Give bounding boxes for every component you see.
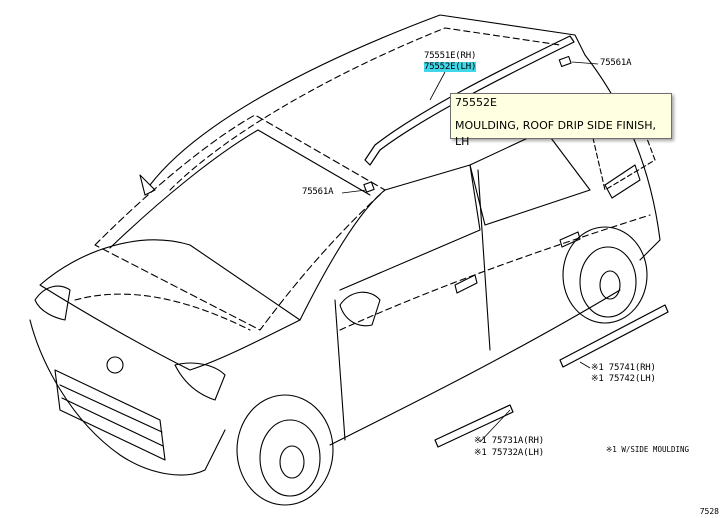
a-pillar: [299, 189, 386, 321]
leader-clip-left: [341, 189, 367, 194]
windshield: [94, 114, 386, 331]
side-body-line: [339, 214, 651, 331]
rear-wheel: [579, 246, 637, 318]
b-pillar: [477, 169, 491, 351]
callout-75731a-rh[interactable]: ※1 75731A(RH): [474, 436, 544, 446]
rear-end: [584, 54, 661, 261]
tail-light: [604, 164, 641, 199]
side-mirror: [339, 291, 381, 327]
clip-left: [363, 181, 375, 193]
grille-line-2: [61, 397, 164, 447]
door-handle-rear: [559, 231, 581, 248]
hood: [39, 239, 301, 371]
callout-75552e-lh[interactable]: 75552E(LH): [424, 62, 477, 72]
headlight-right: [174, 362, 226, 401]
tooltip-part-description: MOULDING, ROOF DRIP SIDE FINISH, LH: [455, 119, 656, 148]
roof-drip-moulding: [364, 35, 575, 166]
callout-75741-rh[interactable]: ※1 75741(RH): [591, 363, 656, 373]
rear-wheel-hub: [599, 270, 621, 300]
antenna: [139, 174, 156, 196]
side-sill: [329, 289, 621, 446]
front-wheel-arch: [236, 394, 334, 506]
front-wheel-hub: [279, 445, 305, 479]
rear-wheel-arch: [562, 226, 648, 324]
roof-inner-line: [169, 27, 561, 191]
leader-rear-moulding: [579, 361, 591, 369]
headlight-left: [34, 285, 71, 321]
hood-crease: [74, 293, 251, 331]
callout-75742-lh[interactable]: ※1 75742(LH): [591, 374, 656, 384]
windshield-inner: [109, 129, 371, 249]
front-wheel: [259, 419, 321, 497]
door-handle-front: [454, 274, 478, 294]
callout-75561a-right[interactable]: 75561A: [600, 58, 632, 68]
side-moulding-rear: [559, 304, 669, 368]
leader-clip-right: [571, 61, 599, 65]
callout-75551e-rh[interactable]: 75551E(RH): [424, 51, 477, 61]
grille-line-1: [59, 384, 163, 433]
figure-number: 7528: [699, 507, 719, 516]
leader-rh-lh: [429, 71, 446, 101]
door-line-front: [334, 299, 346, 441]
emblem: [106, 356, 124, 374]
clip-right: [558, 55, 572, 68]
part-tooltip: 75552E MOULDING, ROOF DRIP SIDE FINISH, …: [450, 93, 672, 148]
leader-front-moulding: [479, 409, 511, 443]
callout-75732a-lh[interactable]: ※1 75732A(LH): [474, 448, 544, 458]
legend-side-moulding-note: ※1 W/SIDE MOULDING: [606, 445, 690, 454]
callout-75561a-left[interactable]: 75561A: [302, 187, 334, 197]
side-moulding-front: [434, 404, 514, 448]
tooltip-part-code: 75552E: [455, 96, 497, 109]
front-bumper: [29, 319, 226, 476]
front-grille: [54, 369, 166, 461]
door-front-top: [339, 164, 481, 291]
roof-outline: [149, 14, 586, 186]
